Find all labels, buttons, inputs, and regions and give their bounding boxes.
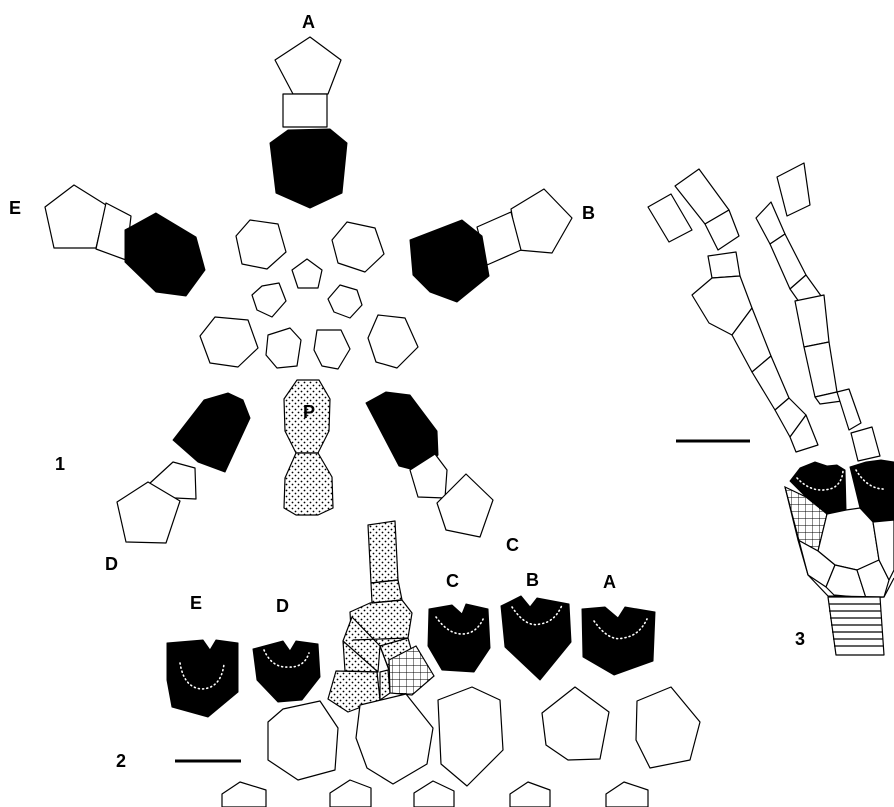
ray-d	[116, 392, 251, 544]
ray-a-radial-plate	[269, 128, 348, 209]
ray-c	[365, 391, 494, 538]
part-3-plate-diagram: 3	[647, 162, 894, 656]
label-plate-p: P	[303, 402, 315, 422]
ray-c-radial-plate	[365, 391, 439, 473]
part2-crosshatched-plate	[388, 645, 435, 696]
ray-b-distal-pentagon	[510, 188, 573, 254]
ray-c-distal-pentagon	[436, 473, 494, 538]
label-part-1: 1	[55, 454, 65, 474]
label-part2-a: A	[603, 572, 616, 592]
ray-e-radial-plate	[124, 212, 206, 297]
label-part2-b: B	[526, 570, 539, 590]
part2-radial-c	[427, 603, 491, 673]
ray-a	[269, 36, 348, 209]
label-part2-c: C	[446, 571, 459, 591]
part2-basal-plates	[267, 686, 701, 787]
label-part2-e: E	[190, 593, 202, 613]
ray-e	[44, 184, 206, 297]
part2-radial-b	[500, 595, 572, 681]
label-ray-d: D	[105, 554, 118, 574]
outer-plate-lower-left	[199, 316, 259, 368]
inner-plate-upper-left	[251, 282, 287, 318]
inner-plate-top	[291, 258, 323, 289]
ray-b	[409, 188, 573, 303]
part3-stem	[827, 596, 885, 656]
ray-b-radial-plate	[409, 219, 490, 303]
part3-left-arm	[647, 168, 819, 453]
label-part2-d: D	[276, 596, 289, 616]
ray-c-square-plate	[409, 453, 448, 499]
part2-small-plates	[221, 779, 649, 807]
label-part-3: 3	[795, 629, 805, 649]
ray-a-distal-pentagon	[274, 36, 342, 95]
ray-a-square-plate	[282, 93, 328, 128]
inner-plate-lower-right	[313, 329, 351, 370]
part-1-plate-diagram: A B C D E P 1	[9, 12, 595, 574]
part2-radial-e	[166, 639, 239, 718]
inner-plate-upper-right	[327, 284, 363, 319]
inner-plate-lower-left	[265, 327, 302, 369]
anal-plate-lower	[283, 452, 334, 516]
label-part-2: 2	[116, 751, 126, 771]
anal-plate-p	[283, 379, 334, 516]
label-ray-a: A	[302, 12, 315, 32]
ray-d-radial-plate	[172, 392, 251, 473]
outer-plate-upper-left	[235, 219, 287, 270]
part3-cup	[784, 459, 894, 599]
label-ray-c: C	[506, 535, 519, 555]
part2-radial-a	[581, 606, 656, 676]
ray-d-distal-pentagon	[116, 481, 181, 544]
central-plates	[199, 219, 419, 370]
label-ray-e: E	[9, 198, 21, 218]
outer-plate-lower-right	[367, 314, 419, 369]
ray-e-distal-pentagon	[44, 184, 107, 249]
part2-anal-series	[327, 520, 435, 713]
part-2-plate-diagram: E D C B A 2	[116, 520, 701, 807]
part3-right-arm	[755, 162, 881, 462]
outer-plate-upper-right	[331, 221, 385, 273]
label-ray-b: B	[582, 203, 595, 223]
part2-radial-d	[252, 640, 321, 703]
